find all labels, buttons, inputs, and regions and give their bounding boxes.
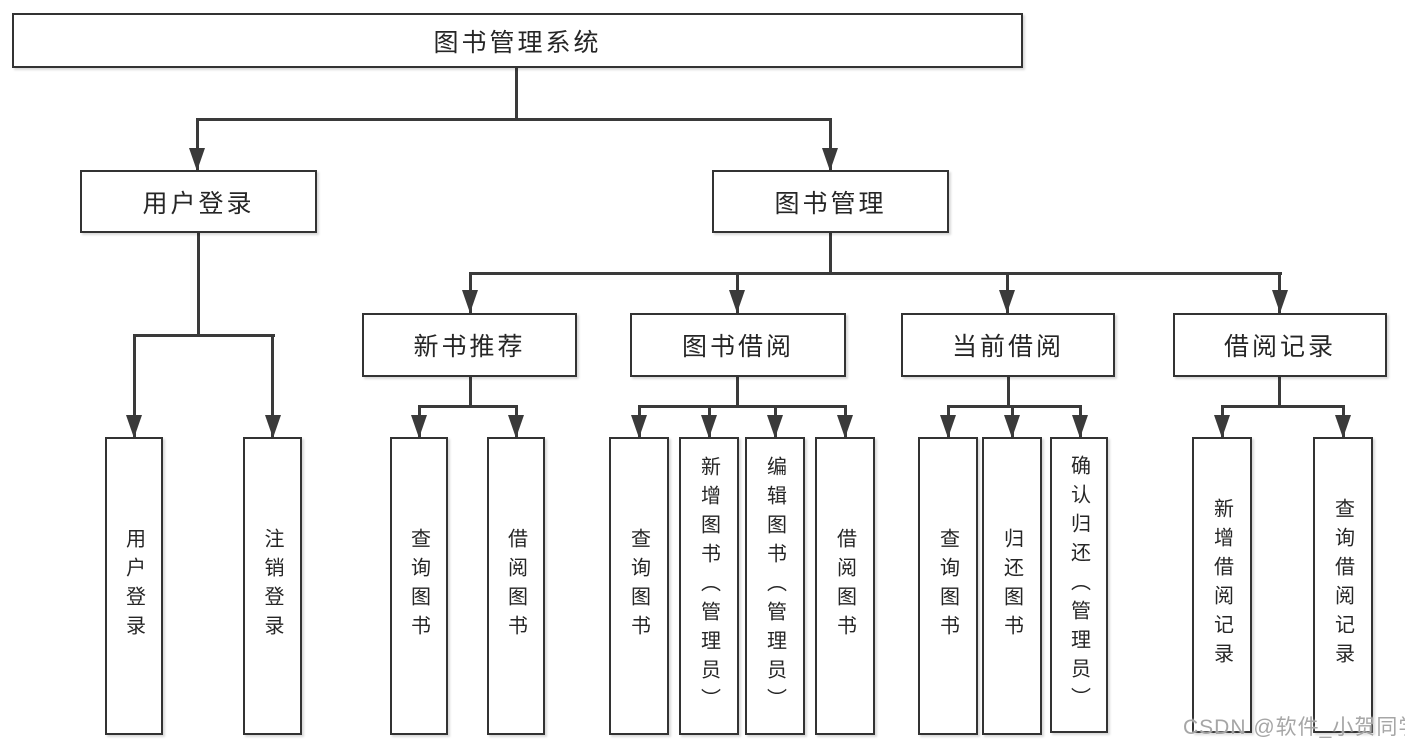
arrow-down-icon <box>508 415 524 438</box>
connector-line <box>1278 377 1281 408</box>
leaf-query-books-borrowing: 查询图书 <box>609 437 669 735</box>
arrow-down-icon <box>1072 415 1088 438</box>
leaf-borrow-books-recommend: 借阅图书 <box>487 437 545 735</box>
node-user-login: 用户登录 <box>80 170 317 233</box>
node-new-book-recommendation: 新书推荐 <box>362 313 577 377</box>
connector-line <box>735 377 739 408</box>
connector-line <box>946 405 1082 408</box>
connector-line <box>271 334 274 438</box>
arrow-down-icon <box>1271 290 1288 313</box>
connector-line <box>195 118 832 121</box>
arrow-down-icon <box>822 148 838 171</box>
connector-line <box>468 272 1282 275</box>
arrow-down-icon <box>837 415 853 438</box>
connector-line <box>1006 377 1010 408</box>
connector-line <box>132 334 275 337</box>
leaf-user-login: 用户登录 <box>105 437 163 735</box>
arrow-down-icon <box>767 415 783 438</box>
connector-line <box>1220 405 1345 408</box>
leaf-confirm-return-admin: 确认归还（管理员） <box>1050 437 1108 733</box>
arrow-down-icon <box>631 415 647 438</box>
node-borrowing-records: 借阅记录 <box>1173 313 1387 377</box>
connector-line <box>417 405 518 408</box>
connector-line <box>514 68 518 120</box>
arrow-down-icon <box>999 290 1015 313</box>
node-library-management-system: 图书管理系统 <box>12 13 1023 68</box>
leaf-logout: 注销登录 <box>243 437 302 735</box>
node-current-borrowing: 当前借阅 <box>901 313 1115 377</box>
arrow-down-icon <box>701 415 717 438</box>
arrow-down-icon <box>189 148 205 171</box>
connector-line <box>637 405 847 408</box>
node-book-management: 图书管理 <box>712 170 949 233</box>
leaf-query-books-recommend: 查询图书 <box>390 437 448 735</box>
arrow-down-icon <box>126 415 142 438</box>
connector-line <box>468 377 472 408</box>
connector-line <box>132 334 136 438</box>
leaf-add-book-admin: 新增图书（管理员） <box>679 437 739 735</box>
connector-line <box>195 118 199 170</box>
arrow-down-icon <box>729 290 745 313</box>
leaf-borrow-books-borrowing: 借阅图书 <box>815 437 875 735</box>
leaf-edit-book-admin: 编辑图书（管理员） <box>745 437 805 735</box>
arrow-down-icon <box>1004 415 1020 438</box>
arrow-down-icon <box>411 415 427 438</box>
csdn-watermark: CSDN @软件_小贺同学 <box>1183 716 1405 739</box>
arrow-down-icon <box>1335 415 1351 438</box>
leaf-query-books-current: 查询图书 <box>918 437 978 735</box>
leaf-return-book: 归还图书 <box>982 437 1042 735</box>
arrow-down-icon <box>940 415 956 438</box>
leaf-query-borrow-record: 查询借阅记录 <box>1313 437 1373 733</box>
leaf-add-borrow-record: 新增借阅记录 <box>1192 437 1252 733</box>
arrow-down-icon <box>1214 415 1230 438</box>
node-book-borrowing: 图书借阅 <box>630 313 846 377</box>
connector-line <box>828 233 832 275</box>
arrow-down-icon <box>264 415 281 438</box>
connector-line <box>828 118 832 170</box>
connector-line <box>196 233 200 337</box>
arrow-down-icon <box>462 290 478 313</box>
